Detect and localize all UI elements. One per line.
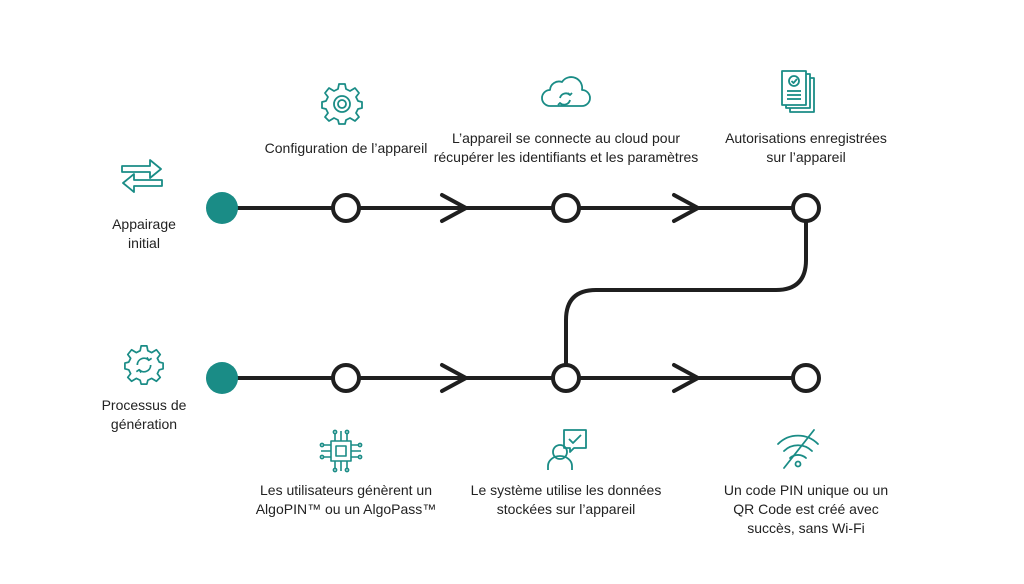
step-node [551, 363, 581, 393]
start-label-line: Processus de [101, 397, 187, 413]
user-check-icon [547, 429, 587, 470]
step-node [331, 363, 361, 393]
step-node [791, 363, 821, 393]
step-label-line: AlgoPIN™ ou un AlgoPass™ [255, 501, 437, 517]
chip-icon [319, 429, 363, 473]
connector-path [564, 208, 808, 378]
gear-icon [321, 83, 363, 125]
step-label-line: L’appareil se connecte au cloud pour [451, 130, 681, 146]
wifi-off-icon [777, 429, 819, 469]
arrow-chevron [440, 363, 468, 393]
start-label-top: Appairage initial [84, 215, 204, 253]
step-node [791, 193, 821, 223]
step-label-line: récupérer les identifiants et les paramè… [433, 149, 699, 165]
step-label-line: succès, sans Wi-Fi [747, 520, 865, 536]
arrow-chevron [440, 193, 468, 223]
step-label-system-uses: Le système utilise les données stockées … [446, 481, 686, 519]
start-label-line: génération [110, 416, 178, 432]
start-label-line: initial [128, 235, 160, 251]
step-label-line: Configuration de l’appareil [264, 140, 428, 156]
step-label-line: Un code PIN unique ou un [723, 482, 889, 498]
documents-check-icon [781, 70, 815, 113]
step-label-line: stockées sur l’appareil [496, 501, 636, 517]
cloud-sync-icon [541, 76, 591, 107]
step-label-authorizations: Autorisations enregistrées sur l’apparei… [696, 129, 916, 167]
start-node-top [206, 192, 238, 224]
step-node [551, 193, 581, 223]
start-label-bottom: Processus de génération [84, 396, 204, 434]
step-label-pin-created: Un code PIN unique ou un QR Code est cré… [686, 481, 926, 538]
arrow-chevron [672, 193, 700, 223]
step-label-line: Autorisations enregistrées [725, 130, 887, 146]
step-node [331, 193, 361, 223]
start-label-line: Appairage [112, 216, 176, 232]
gear-refresh-icon [124, 345, 164, 385]
transfer-arrows-icon [121, 159, 163, 193]
step-label-cloud: L’appareil se connecte au cloud pour réc… [416, 129, 716, 167]
step-label-line: sur l’appareil [766, 149, 846, 165]
start-node-bottom [206, 362, 238, 394]
step-label-line: Le système utilise les données [470, 482, 662, 498]
step-label-line: Les utilisateurs génèrent un [260, 482, 432, 498]
step-label-configuration: Configuration de l’appareil [236, 139, 456, 158]
arrow-chevron [672, 363, 700, 393]
step-label-users-generate: Les utilisateurs génèrent un AlgoPIN™ ou… [226, 481, 466, 519]
step-label-line: QR Code est créé avec [733, 501, 879, 517]
